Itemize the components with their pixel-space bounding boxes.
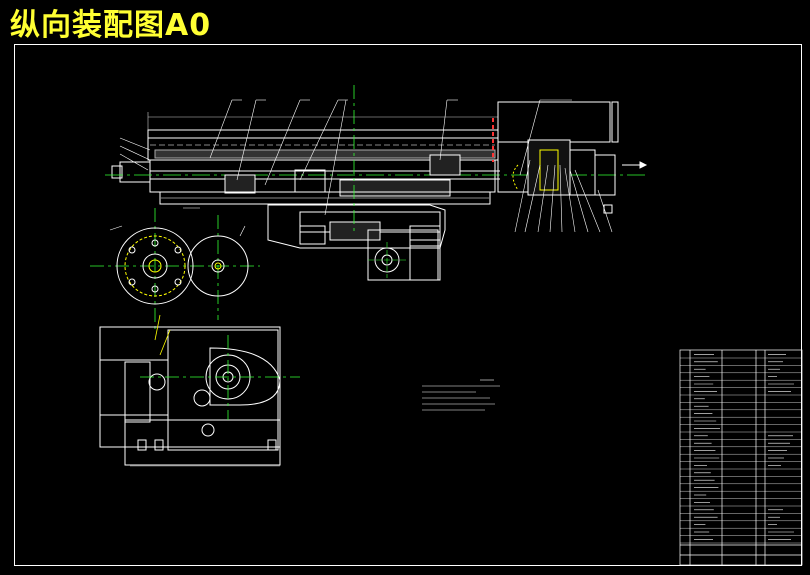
gear-section-view — [90, 207, 260, 330]
longitudinal-assembly-view — [105, 85, 648, 281]
side-elevation-view — [99, 314, 300, 467]
technical-notes-block — [422, 379, 500, 411]
parts-list-table[interactable] — [679, 349, 803, 566]
parts-list-entries — [694, 354, 794, 540]
drawing-border — [14, 44, 802, 566]
drawing-title: 纵向装配图A0 — [10, 8, 212, 43]
